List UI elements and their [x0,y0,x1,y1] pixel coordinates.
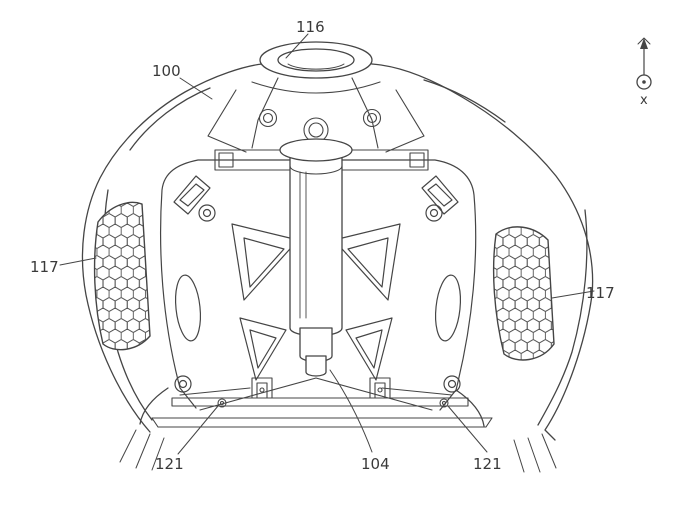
center-fork-tube [279,138,353,377]
break-hatch-right [513,433,557,473]
fork-tube-body [289,149,343,337]
cutout-upper-right [333,223,401,301]
bolt-heads [174,204,461,393]
cowl-lower-right-tip [455,389,485,427]
axis-x-label: x [640,93,648,108]
label-117-right: 117 [586,284,615,302]
cutout-lower-left [239,317,287,381]
leader-100 [179,77,213,100]
vent-right [421,175,459,215]
cowl-crease-right-outer [537,209,588,426]
upper-bolt-left [258,108,278,128]
label-116: 116 [296,18,325,36]
break-hatch-left [119,429,165,471]
leader-121-left [177,405,219,455]
reference-labels: 116 100 117 117 121 104 121 [30,18,615,473]
bar-fastener-right [439,398,449,408]
axis-indicator-icon: x [636,37,652,108]
oval-opening-right [434,274,462,342]
lower-bar-1 [171,397,469,407]
cowl-lower-left-tip [139,387,169,425]
leader-117-right [551,290,595,299]
oval-opening-left [174,274,202,342]
mounting-bracket-right [363,377,397,399]
grille-mesh-left [93,201,151,351]
fork-tube-flange [279,138,353,162]
leader-116 [285,33,309,59]
cowl-outline-left [81,63,263,433]
cowl-crease-right-upper [423,79,506,123]
face-outline [160,159,477,411]
label-121-right: 121 [473,455,502,473]
grille-mesh-right [492,226,555,361]
mounting-bracket-left [245,377,279,399]
top-steering-opening [259,41,373,79]
label-121-left: 121 [155,455,184,473]
leader-104 [329,369,373,453]
side-grille-left [93,201,151,351]
bar-fastener-left [217,398,227,408]
lower-bar-2 [151,417,493,428]
face-panel [160,159,477,411]
cowl-crease-left-upper [129,87,211,151]
fork-tube-nub [305,355,327,377]
label-104: 104 [361,455,390,473]
label-117-left: 117 [30,258,59,276]
vent-left [173,175,211,215]
side-grille-right [492,226,555,361]
upper-bolt-right [362,108,382,128]
leader-121-right [447,405,488,453]
reference-leader-lines [59,33,595,455]
leader-117-left [59,257,97,266]
label-100: 100 [152,62,181,80]
bottom-crossmember [119,377,557,473]
cutout-upper-left [231,223,299,301]
cutout-lower-right [345,317,393,381]
